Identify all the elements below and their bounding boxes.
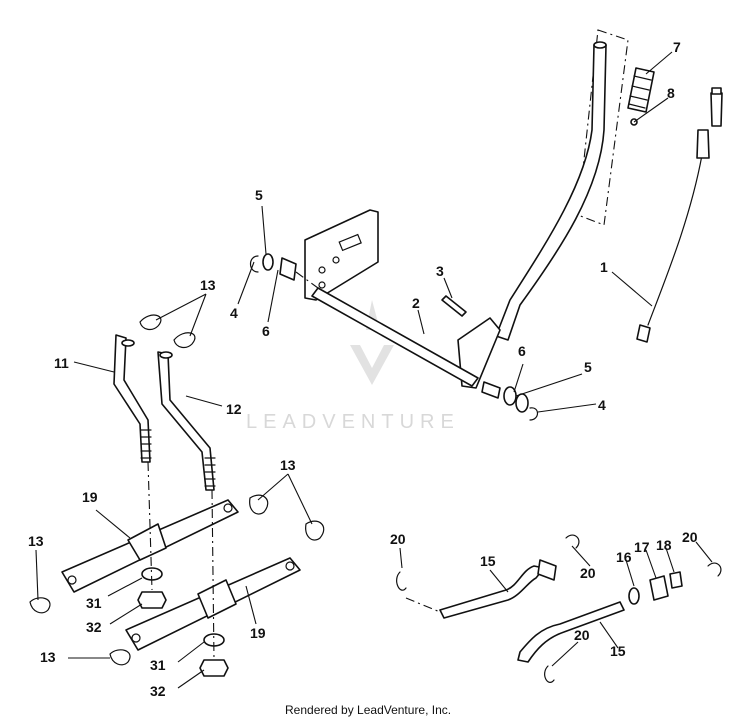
lift-lever bbox=[457, 41, 607, 389]
callout-5-right: 5 bbox=[584, 359, 592, 375]
part-11-link bbox=[113, 334, 152, 463]
footer-credit: Rendered by LeadVenture, Inc. bbox=[285, 703, 451, 717]
parts-4-5-6-left bbox=[249, 253, 297, 281]
callout-1: 1 bbox=[600, 259, 608, 275]
part-20-clips bbox=[396, 534, 722, 683]
callout-13-top: 13 bbox=[200, 277, 216, 293]
callout-16: 16 bbox=[616, 549, 632, 565]
callout-17: 17 bbox=[634, 539, 650, 555]
callout-4-right: 4 bbox=[598, 397, 606, 413]
callout-6-left: 6 bbox=[262, 323, 270, 339]
part-2-shaft bbox=[311, 287, 479, 387]
part-3-pin bbox=[441, 295, 467, 317]
parts-4-5-6-right bbox=[481, 381, 539, 421]
callout-20-left: 20 bbox=[390, 531, 406, 547]
callout-31-upper: 31 bbox=[86, 595, 102, 611]
callout-20-right: 20 bbox=[682, 529, 698, 545]
watermark-text: LEADVENTURE bbox=[246, 411, 460, 433]
callout-15-upper: 15 bbox=[480, 553, 496, 569]
callout-32-lower: 32 bbox=[150, 683, 166, 699]
part-13-clips bbox=[29, 314, 325, 666]
callout-19-upper: 19 bbox=[82, 489, 98, 505]
callout-8: 8 bbox=[667, 85, 675, 101]
part-12-link bbox=[157, 351, 216, 491]
callout-5-left: 5 bbox=[255, 187, 263, 203]
callout-31-lower: 31 bbox=[150, 657, 166, 673]
parts-31-32 bbox=[137, 567, 229, 677]
callout-6-right: 6 bbox=[518, 343, 526, 359]
callout-3: 3 bbox=[436, 263, 444, 279]
callout-13-left: 13 bbox=[28, 533, 44, 549]
callout-20-bottom: 20 bbox=[574, 627, 590, 643]
callout-13-bottom: 13 bbox=[40, 649, 56, 665]
callout-32-upper: 32 bbox=[86, 619, 102, 635]
callout-19-lower: 19 bbox=[250, 625, 266, 641]
callout-2: 2 bbox=[412, 295, 420, 311]
leader-lines bbox=[35, 51, 713, 689]
callout-18: 18 bbox=[656, 537, 672, 553]
part-15-rods bbox=[439, 559, 625, 663]
watermark-logo-icon bbox=[350, 300, 394, 385]
callout-4-left: 4 bbox=[230, 305, 238, 321]
callout-15-lower: 15 bbox=[610, 643, 626, 659]
parts-16-17-18 bbox=[628, 571, 683, 605]
callout-20-mid: 20 bbox=[580, 565, 596, 581]
assembly-lines bbox=[147, 271, 441, 661]
part-7-grip bbox=[577, 29, 655, 226]
callout-labels: 1 2 3 4 4 5 5 6 6 7 8 11 12 13 13 13 13 … bbox=[28, 39, 698, 699]
part-19-arm-upper bbox=[61, 499, 239, 593]
callout-13-mid: 13 bbox=[280, 457, 296, 473]
watermark: LEADVENTURE bbox=[246, 300, 460, 433]
callout-12: 12 bbox=[226, 401, 242, 417]
part-1-cable bbox=[636, 87, 723, 343]
bracket-plate bbox=[304, 209, 379, 301]
callout-7: 7 bbox=[673, 39, 681, 55]
callout-11: 11 bbox=[54, 355, 69, 371]
